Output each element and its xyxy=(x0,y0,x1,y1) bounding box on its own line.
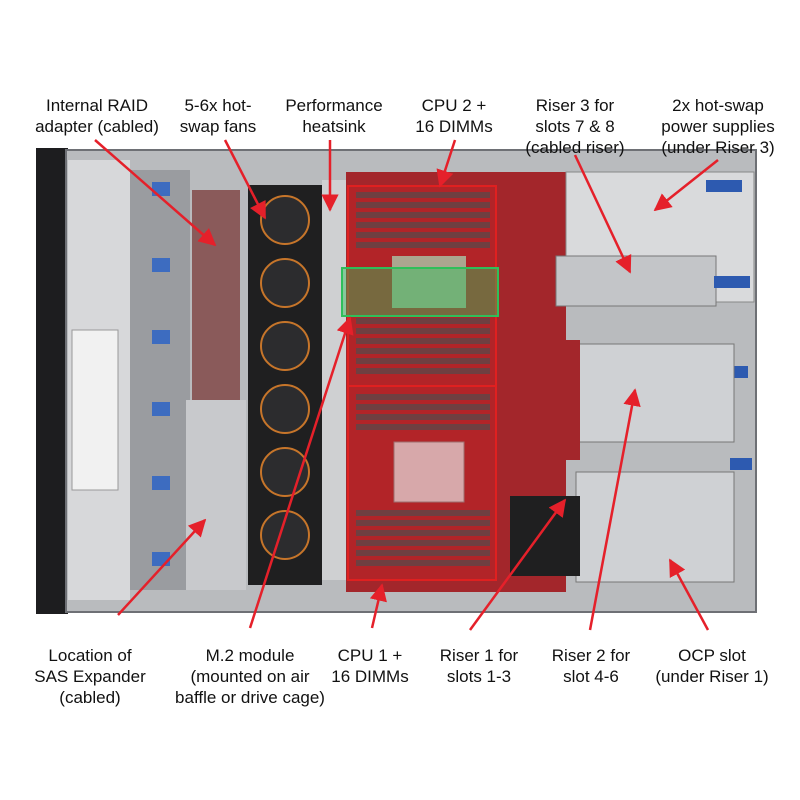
label-hot-swap-fans: 5-6x hot- swap fans xyxy=(179,96,257,136)
raid-adapter xyxy=(192,190,240,400)
riser2 xyxy=(575,471,735,583)
mid-board xyxy=(540,340,580,460)
cpu1-arrow xyxy=(369,583,387,629)
dimms-cpu2 xyxy=(356,192,490,374)
label-riser3: Riser 3 for slots 7 & 8 (cabled riser) xyxy=(525,96,625,157)
cpu1-heatsink xyxy=(393,441,465,503)
label-sas-expander: Location of SAS Expander (cabled) xyxy=(34,646,146,707)
riser1-arrow xyxy=(468,498,567,631)
callout-lines xyxy=(94,139,719,631)
drive-latches xyxy=(152,182,170,566)
performance-heatsink-highlight xyxy=(341,267,499,317)
cpu2-highlight xyxy=(347,185,497,387)
label-ocp-slot: OCP slot (under Riser 1) xyxy=(655,646,769,686)
blue-latches xyxy=(706,180,752,470)
sas-expander-area xyxy=(186,400,246,590)
fans xyxy=(260,195,310,560)
air-baffle xyxy=(322,180,346,580)
cpu1-highlight xyxy=(347,385,497,581)
psu-arrow xyxy=(653,159,719,212)
label-power-supplies: 2x hot-swap power supplies (under Riser … xyxy=(661,96,775,157)
cpu2-arrow xyxy=(436,139,457,188)
riser1 xyxy=(575,343,735,443)
io-area xyxy=(510,496,580,576)
label-cpu1: CPU 1 + 16 DIMMs xyxy=(331,646,409,686)
label-m2-module: M.2 module (mounted on air baffle or dri… xyxy=(175,646,325,707)
label-internal-raid: Internal RAID adapter (cabled) xyxy=(35,96,159,136)
cpu2-heatsink xyxy=(392,256,466,308)
backplane xyxy=(130,170,190,590)
dimms-cpu1 xyxy=(356,394,490,566)
label-cpu2: CPU 2 + 16 DIMMs xyxy=(415,96,493,136)
raid-arrow xyxy=(94,139,217,247)
ocp-arrow xyxy=(668,558,710,631)
label-riser1: Riser 1 for slots 1-3 xyxy=(439,646,519,686)
riser3-arrow xyxy=(573,154,632,274)
riser3 xyxy=(555,255,717,307)
label-performance-heatsink: Performance heatsink xyxy=(285,96,383,136)
label-riser2: Riser 2 for slot 4-6 xyxy=(551,646,631,686)
front-bezel xyxy=(36,148,68,614)
m2-arrow xyxy=(248,316,354,629)
sas-arrow xyxy=(117,518,207,616)
fans-arrow xyxy=(223,139,267,220)
riser2-arrow xyxy=(588,388,641,631)
warning-label xyxy=(71,329,119,491)
